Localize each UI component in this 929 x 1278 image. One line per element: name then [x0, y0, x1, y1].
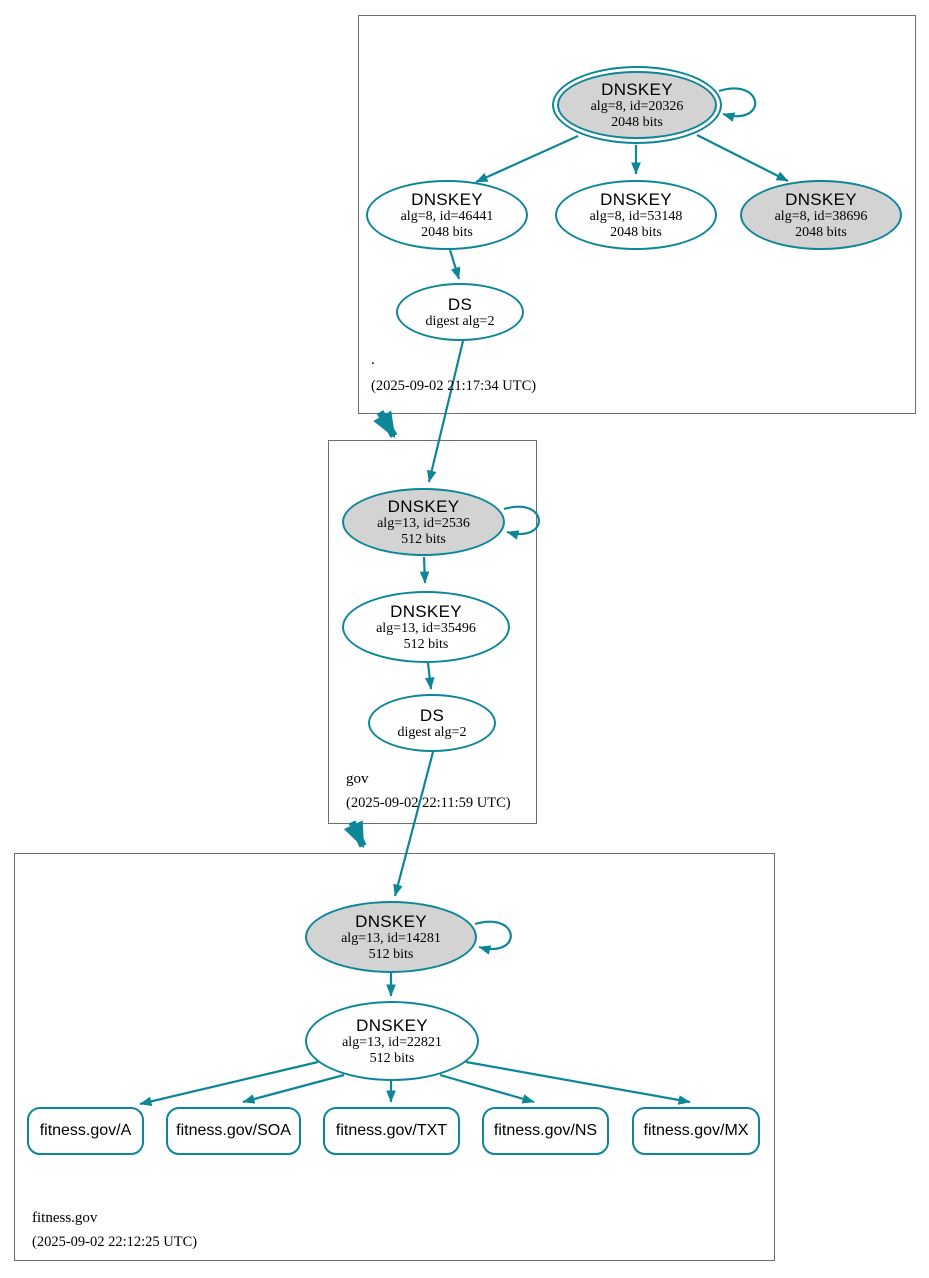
dnskey-title: DNSKEY — [356, 1015, 428, 1035]
dnskey-node-2536[interactable]: DNSKEY alg=13, id=2536 512 bits — [342, 488, 505, 556]
dnskey-detail: alg=8, id=38696 — [774, 208, 868, 224]
rrset-node-fitness-gov-ns[interactable]: fitness.gov/NS — [482, 1107, 609, 1155]
ds-title: DS — [447, 294, 473, 314]
dnskey-title: DNSKEY — [411, 189, 483, 209]
dnskey-node-46441[interactable]: DNSKEY alg=8, id=46441 2048 bits — [366, 180, 528, 250]
ds-detail: digest alg=2 — [397, 724, 467, 740]
zone-name-fitness-gov: fitness.gov — [32, 1210, 98, 1226]
dnskey-node-53148[interactable]: DNSKEY alg=8, id=53148 2048 bits — [555, 180, 717, 250]
dnskey-detail: alg=8, id=53148 — [589, 208, 683, 224]
dnskey-detail: alg=13, id=22821 — [342, 1034, 442, 1050]
dnskey-title: DNSKEY — [355, 911, 427, 931]
ds-title: DS — [419, 705, 445, 725]
dnskey-node-38696[interactable]: DNSKEY alg=8, id=38696 2048 bits — [740, 180, 902, 250]
rrset-node-fitness-gov-a[interactable]: fitness.gov/A — [27, 1107, 144, 1155]
dnskey-node-14281[interactable]: DNSKEY alg=13, id=14281 512 bits — [305, 901, 477, 973]
dnskey-title: DNSKEY — [601, 79, 673, 99]
dnskey-detail: alg=13, id=2536 — [377, 515, 470, 531]
zone-name-root: . — [371, 352, 375, 368]
dnskey-title: DNSKEY — [387, 496, 460, 516]
dnskey-bits: 2048 bits — [795, 224, 847, 240]
dnskey-detail: alg=8, id=20326 — [590, 98, 684, 114]
dnskey-node-20326[interactable]: DNSKEY alg=8, id=20326 2048 bits — [552, 66, 722, 144]
ksk-inner-ring — [557, 71, 717, 139]
rrset-node-fitness-gov-mx[interactable]: fitness.gov/MX — [632, 1107, 760, 1155]
dnskey-detail: alg=13, id=14281 — [341, 930, 441, 946]
dnskey-detail: alg=13, id=35496 — [376, 620, 476, 636]
dnskey-title: DNSKEY — [600, 189, 672, 209]
dnskey-bits: 512 bits — [403, 636, 449, 652]
zone-name-gov: gov — [346, 771, 369, 787]
ds-node-root[interactable]: DS digest alg=2 — [396, 283, 524, 341]
zone-box-root — [358, 15, 916, 414]
dnskey-node-35496[interactable]: DNSKEY alg=13, id=35496 512 bits — [342, 591, 510, 663]
dnskey-node-22821[interactable]: DNSKEY alg=13, id=22821 512 bits — [305, 1001, 479, 1081]
dnskey-bits: 2048 bits — [611, 114, 663, 130]
ds-detail: digest alg=2 — [425, 313, 495, 329]
dnskey-bits: 512 bits — [369, 1050, 415, 1066]
zone-timestamp-fitness-gov: (2025-09-02 22:12:25 UTC) — [32, 1234, 198, 1250]
dnskey-bits: 512 bits — [368, 946, 414, 962]
dnskey-bits: 512 bits — [401, 531, 446, 547]
dnskey-title: DNSKEY — [785, 189, 857, 209]
zone-timestamp-gov: (2025-09-02 22:11:59 UTC) — [346, 795, 511, 811]
rrset-node-fitness-gov-soa[interactable]: fitness.gov/SOA — [166, 1107, 301, 1155]
rrset-node-fitness-gov-txt[interactable]: fitness.gov/TXT — [323, 1107, 460, 1155]
zone-timestamp-root: (2025-09-02 21:17:34 UTC) — [371, 378, 537, 394]
ds-node-gov[interactable]: DS digest alg=2 — [368, 694, 496, 752]
dnskey-bits: 2048 bits — [421, 224, 473, 240]
dnskey-title: DNSKEY — [390, 601, 462, 621]
dnskey-detail: alg=8, id=46441 — [400, 208, 494, 224]
dnskey-bits: 2048 bits — [610, 224, 662, 240]
